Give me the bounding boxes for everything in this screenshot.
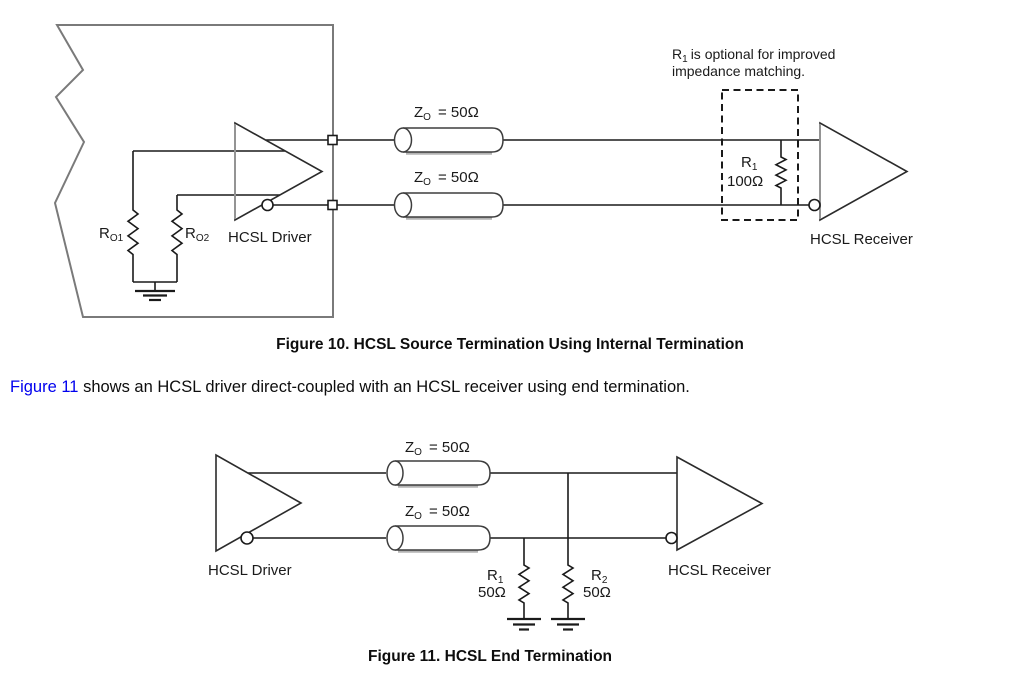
- r1-value-label: 50Ω: [478, 584, 506, 601]
- hcsl-driver-symbol: [215, 453, 303, 553]
- fig11-zo-bottom-label: ZO= 50Ω: [405, 503, 470, 522]
- body-paragraph: Figure 11 shows an HCSL driver direct-co…: [10, 378, 690, 397]
- figure11-link[interactable]: Figure 11: [10, 378, 79, 396]
- r1-value-label: 100Ω: [727, 173, 763, 190]
- body-paragraph-text: shows an HCSL driver direct-coupled with…: [78, 378, 690, 396]
- r1-name-label: R1: [741, 154, 758, 173]
- fig11-zo-top-label: ZO= 50Ω: [405, 439, 470, 458]
- r2-value-label: 50Ω: [583, 584, 611, 601]
- resistor-r2: [561, 473, 575, 619]
- ground-symbol: [551, 617, 585, 631]
- fig10-wires: [133, 139, 820, 291]
- hcsl-receiver-symbol: [665, 455, 764, 552]
- transmission-line-bottom: [386, 525, 491, 553]
- ground-symbol: [135, 289, 175, 302]
- fig10-zo-top-label: ZO= 50Ω: [414, 104, 479, 123]
- transmission-line-bottom: [393, 192, 504, 220]
- chip-boundary-box: [53, 24, 334, 318]
- fig11-receiver-label: HCSL Receiver: [668, 562, 771, 579]
- r1-name-label: R1: [487, 567, 504, 586]
- inversion-bubble: [808, 198, 821, 212]
- inversion-bubble: [261, 198, 274, 212]
- resistor-ro2: [170, 195, 184, 282]
- ro2-label: RO2: [185, 225, 210, 244]
- figure11-diagram: ZO= 50Ω ZO= 50Ω R1 50Ω R2 50Ω HCSL Drive…: [208, 439, 771, 631]
- resistor-r1: [517, 538, 531, 619]
- pin-pad: [327, 199, 338, 211]
- fig11-driver-label: HCSL Driver: [208, 562, 292, 579]
- transmission-line-top: [386, 460, 491, 488]
- fig10-note-line2: impedance matching.: [672, 63, 805, 79]
- fig11-wires: [248, 472, 677, 539]
- ground-symbol: [507, 617, 541, 631]
- transmission-line-top: [393, 127, 504, 155]
- pin-pad: [327, 134, 338, 146]
- ro1-label: RO1: [99, 225, 124, 244]
- inversion-bubble: [240, 531, 254, 545]
- fig10-zo-bottom-label: ZO= 50Ω: [414, 169, 479, 188]
- inversion-bubble: [665, 531, 678, 545]
- fig10-receiver-label: HCSL Receiver: [810, 231, 913, 248]
- hcsl-driver-symbol: [234, 121, 324, 222]
- optional-termination-dashed-box: [721, 89, 799, 221]
- fig10-driver-label: HCSL Driver: [228, 229, 312, 246]
- hcsl-receiver-symbol: [808, 121, 909, 222]
- figure11-caption: Figure 11. HCSL End Termination: [367, 648, 613, 665]
- resistor-r1-optional: [774, 140, 788, 205]
- figure10-caption: Figure 10. HCSL Source Termination Using…: [276, 336, 744, 353]
- resistor-ro1: [126, 151, 140, 282]
- r2-name-label: R2: [591, 567, 608, 586]
